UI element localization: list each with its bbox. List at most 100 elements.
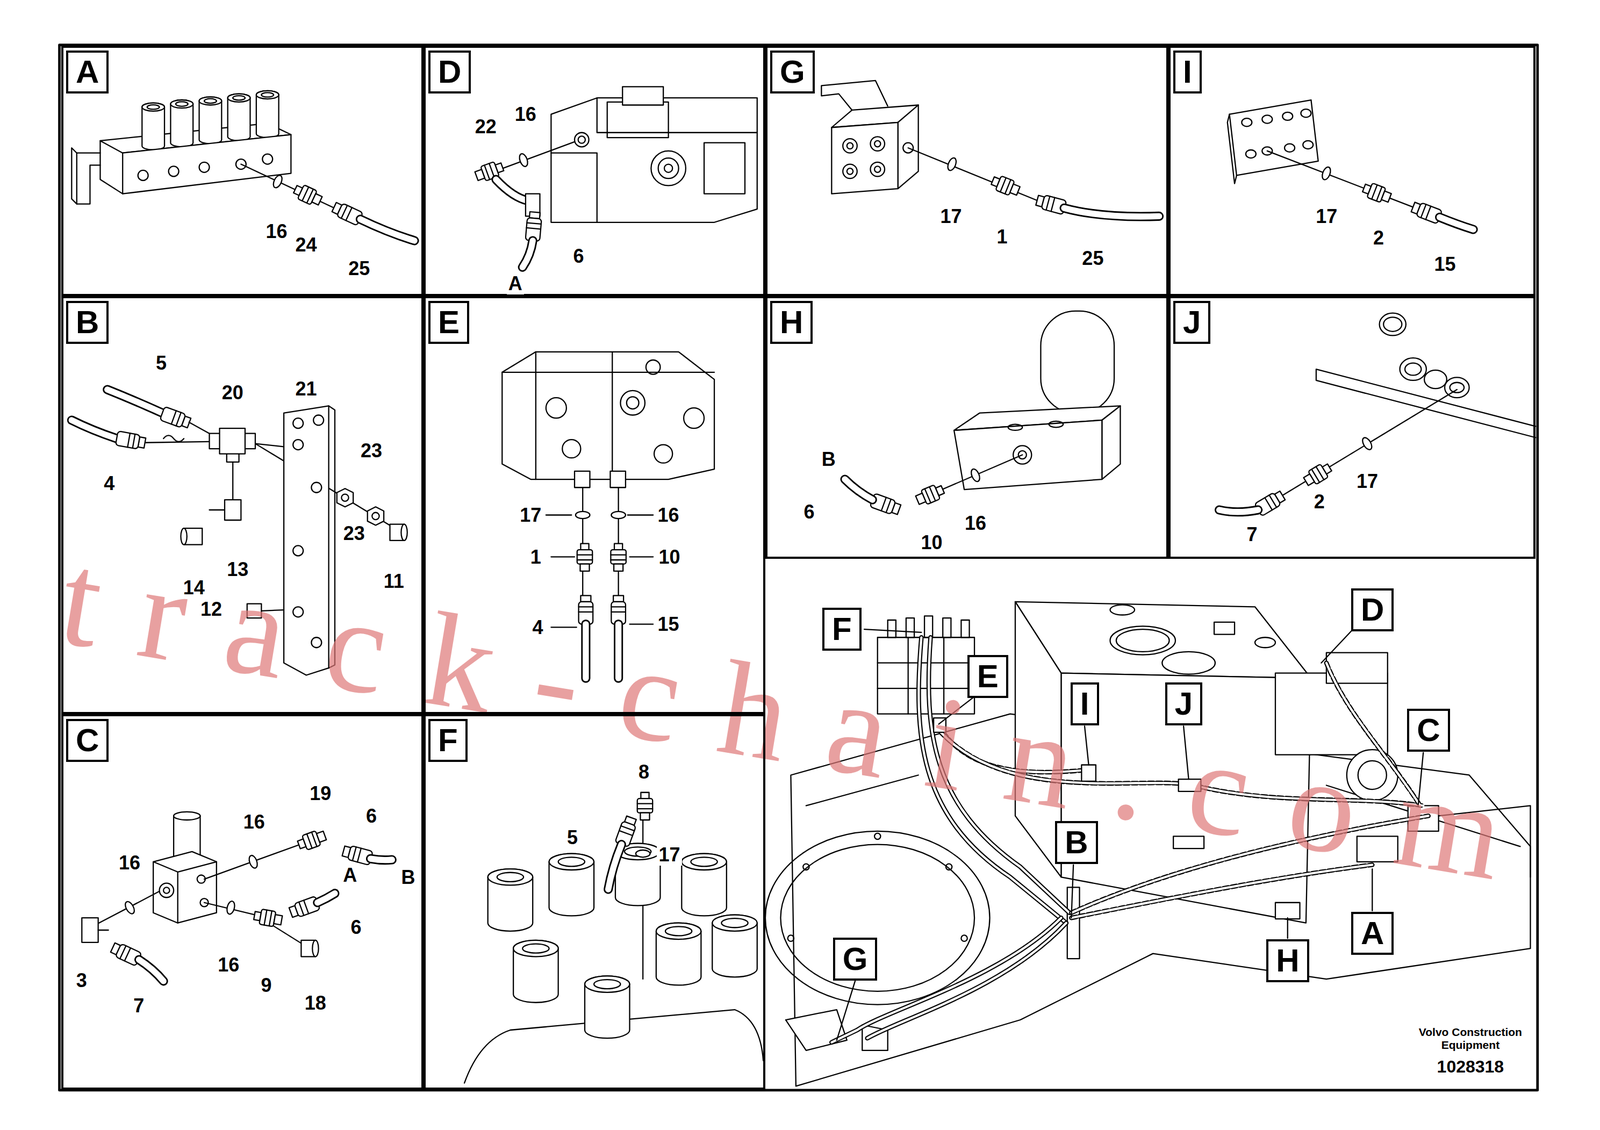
drawing-line	[501, 352, 715, 480]
drawing-line	[844, 479, 873, 500]
drawing-line	[906, 618, 915, 638]
callout-number: 15	[656, 613, 681, 636]
callout-number: 23	[359, 440, 384, 462]
drawing-line	[227, 94, 251, 141]
drawing-line	[874, 166, 881, 172]
view-callout-box: A	[1351, 912, 1394, 956]
drawing-line	[180, 528, 187, 545]
drawing-line	[704, 142, 745, 195]
drawing-line	[637, 792, 653, 821]
drawing-line	[635, 850, 651, 858]
drawing-line	[874, 833, 881, 840]
drawing-line	[313, 414, 324, 426]
drawing-number: 1028318	[1437, 1057, 1505, 1077]
view-callout-box: J	[1165, 682, 1203, 726]
drawing-line	[1302, 140, 1313, 149]
drawing-line	[336, 488, 354, 507]
drawing-line	[1245, 149, 1257, 159]
drawing-line	[225, 900, 236, 916]
drawing-line	[170, 99, 193, 147]
drawing-line	[1302, 461, 1334, 489]
drawing-line	[360, 219, 415, 241]
drawing-line	[1379, 313, 1406, 336]
drawing-line	[844, 479, 873, 500]
drawing-line	[607, 102, 669, 138]
callout-number: 8	[636, 761, 651, 784]
drawing-line	[153, 862, 217, 924]
callout-number: A	[341, 864, 359, 887]
drawing-line	[488, 869, 534, 932]
drawing-line	[1400, 357, 1427, 381]
drawing-line	[97, 891, 160, 925]
view-letter: C	[1416, 711, 1440, 750]
drawing-line	[71, 420, 117, 439]
view-callout-box: G	[833, 937, 878, 981]
drawing-line	[262, 154, 273, 165]
callout-number: B	[820, 448, 838, 471]
drawing-line	[802, 864, 809, 871]
drawing-line	[138, 170, 149, 181]
drawing-line	[969, 468, 982, 484]
callout-number: 16	[241, 811, 267, 834]
drawing-line	[1067, 887, 1080, 959]
callout-number: 16	[216, 954, 241, 977]
detail-panel: G	[765, 45, 1169, 296]
drawing-line	[546, 397, 567, 419]
drawing-line	[1015, 601, 1311, 679]
drawing-line	[831, 917, 1061, 1043]
drawing-line	[1161, 651, 1216, 675]
drawing-line	[577, 543, 593, 572]
drawing-line	[785, 1009, 848, 1051]
drawing-line	[562, 439, 581, 458]
drawing-line	[1101, 405, 1121, 480]
drawing-line	[199, 96, 222, 144]
view-letter: H	[770, 300, 813, 344]
drawing-line	[1040, 311, 1115, 414]
drawing-line	[141, 103, 165, 150]
callout-number: 9	[259, 974, 274, 997]
callout-number: 4	[102, 472, 117, 495]
drawing-line	[296, 828, 328, 852]
drawing-line	[71, 420, 117, 439]
drawing-line	[546, 514, 654, 628]
drawing-line	[1049, 421, 1064, 428]
callout-number: 23	[341, 522, 367, 545]
drawing-line	[159, 883, 175, 899]
view-callout-box: F	[822, 607, 862, 651]
drawing-line	[370, 858, 392, 861]
drawing-line	[168, 166, 179, 177]
callout-number: 14	[181, 577, 207, 599]
drawing-line	[1214, 622, 1235, 635]
drawing-line	[224, 499, 241, 521]
drawing-line	[317, 893, 335, 903]
drawing-line	[550, 97, 757, 223]
callout-number: 1	[528, 546, 543, 569]
callout-number: 6	[349, 916, 364, 939]
callout-number: 25	[1080, 247, 1106, 270]
drawing-line	[163, 435, 184, 442]
drawing-line	[611, 511, 626, 519]
drawing-line	[575, 511, 591, 519]
drawing-line	[232, 462, 234, 500]
drawing-line	[292, 418, 304, 429]
drawing-line	[367, 506, 384, 526]
drawing-line	[597, 97, 758, 133]
drawing-line	[256, 90, 279, 138]
callout-number: 24	[293, 234, 319, 256]
drawing-line	[1267, 151, 1419, 210]
drawing-line	[123, 900, 137, 916]
drawing-line	[189, 422, 210, 434]
drawing-line	[76, 153, 101, 205]
drawing-line	[620, 390, 645, 416]
drawing-line	[139, 959, 164, 982]
drawing-line	[1275, 902, 1301, 920]
callout-number: 20	[220, 382, 246, 404]
drawing-line	[945, 864, 952, 871]
drawing-line	[312, 940, 319, 957]
drawing-line	[1241, 118, 1252, 127]
drawing-line	[115, 431, 147, 450]
drawing-line	[317, 893, 335, 903]
drawing-line	[99, 140, 123, 195]
